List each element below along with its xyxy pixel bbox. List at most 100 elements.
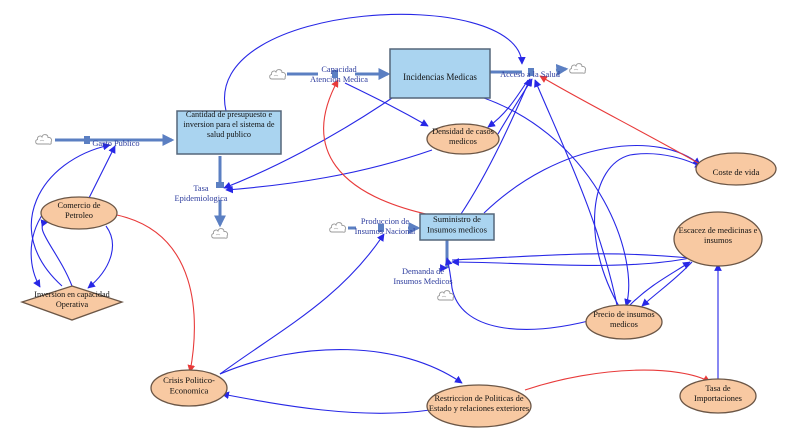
link-inversion-to-comercio [40,219,73,287]
label-line: Restriccion de Politicas de [434,394,523,403]
label-line: Petroleo [65,211,93,220]
link-capacidad-to-densidad [344,82,429,127]
cloud-icon [329,222,347,233]
label-line: Atencion Medica [310,75,368,84]
label-line: Escacez de medicinas e [679,226,758,235]
link-precio-to-coste [593,153,703,309]
cloud-icons [35,63,587,301]
link-presupuesto-to-acceso [223,13,526,112]
link-precio-to-acceso [534,79,619,311]
valve-capacidad-atencion [332,70,338,78]
link-suministro-to-acceso [460,78,531,215]
stocks [176,48,495,241]
stock-presupuesto[interactable] [176,110,282,155]
label-line: Demanda de [402,267,444,276]
aux-crisis[interactable] [150,369,228,407]
label-acceso-salud: Acceso a la Salud [500,70,561,79]
link-comercio-to-inversion-left [30,211,45,288]
cloud-icon [437,290,455,301]
label-gasto-publico: Gasto Publico [92,139,139,148]
label-line: Coste de vida [713,167,760,177]
link-incidencias-to-tasa [223,97,393,190]
label-line: Densidad de casos [432,127,494,136]
label-line: Acceso a la Salud [500,70,561,79]
label-line: Insumos medicos [427,224,488,234]
label-line: Capacidad [321,65,357,74]
link-escasez-to-precio [641,261,693,307]
aux-escasez[interactable] [673,211,763,267]
label-line: Tasa de [705,384,731,393]
stock-suministro[interactable] [419,213,495,241]
stock-incidencias[interactable] [389,48,491,99]
link-inversion-to-gasto [30,142,111,287]
link-demanda-to-suministro [451,253,691,266]
link-comercio-to-gasto [87,145,116,201]
link-restriccion-to-tasa-importaciones [524,369,711,391]
label-line: Tasa [193,184,209,193]
link-precio-to-escasez [629,261,691,306]
label-line: Epidemiologica [174,194,227,203]
valve-produccion-insumos [378,224,384,232]
label-crisis: Crisis Politico-Economica [163,375,215,396]
negative-links [111,75,711,391]
aux-tasa-importaciones[interactable] [679,378,757,414]
label-line: Estado y relaciones exteriores [429,404,529,413]
valve-tasa-epidemiologica [216,182,224,188]
label-line: insumos [704,236,732,245]
label-line: salud publico [207,130,251,139]
aux-comercio[interactable] [40,196,118,230]
cloud-icon [269,69,287,80]
label-line: medicos [610,320,638,329]
link-densidad-to-tasa [225,149,433,194]
aux-restriccion[interactable] [426,384,532,428]
cloud-icon [211,228,229,239]
label-line: Incidencias Medicas [403,72,477,82]
pipe-acceso-salud-out [555,63,569,76]
link-coste-to-acceso [539,75,701,165]
label-line: Insumos Nacional [355,227,416,236]
label-incidencias: Incidencias Medicas [403,72,477,82]
link-comercio-to-crisis [111,213,196,373]
label-line: medicos [449,137,477,146]
link-crisis-to-restriccion [219,348,463,384]
link-precio-to-demanda [444,257,601,330]
valve-acceso-salud [528,68,534,76]
flow-valves [84,68,534,232]
label-line: Importaciones [694,394,742,403]
auxiliaries [19,123,777,428]
link-restriccion-to-crisis [221,391,431,414]
valve-gasto-publico [84,136,90,144]
label-line: Operativa [56,300,89,309]
label-line: Economica [170,385,209,395]
aux-precio[interactable] [585,304,663,340]
aux-inversion[interactable] [19,285,125,321]
label-line: Precio de insumos [593,310,654,319]
label-line: Inversion en capacidad [34,290,109,299]
aux-coste[interactable] [695,152,777,186]
link-suministro-to-capacidad [323,79,431,216]
label-line: Insumos Medicos [393,277,452,286]
label-line: Crisis Politico- [163,375,215,385]
link-incidencias-to-precio [483,97,632,307]
aux-densidad[interactable] [426,123,500,155]
label-line: Cantidad de presupuesto e [186,110,273,119]
cloud-icon [569,63,587,74]
label-line: Suministro de [433,214,481,224]
label-line: inversion para el sistema de [184,120,275,129]
label-line: Produccion de [361,217,409,226]
